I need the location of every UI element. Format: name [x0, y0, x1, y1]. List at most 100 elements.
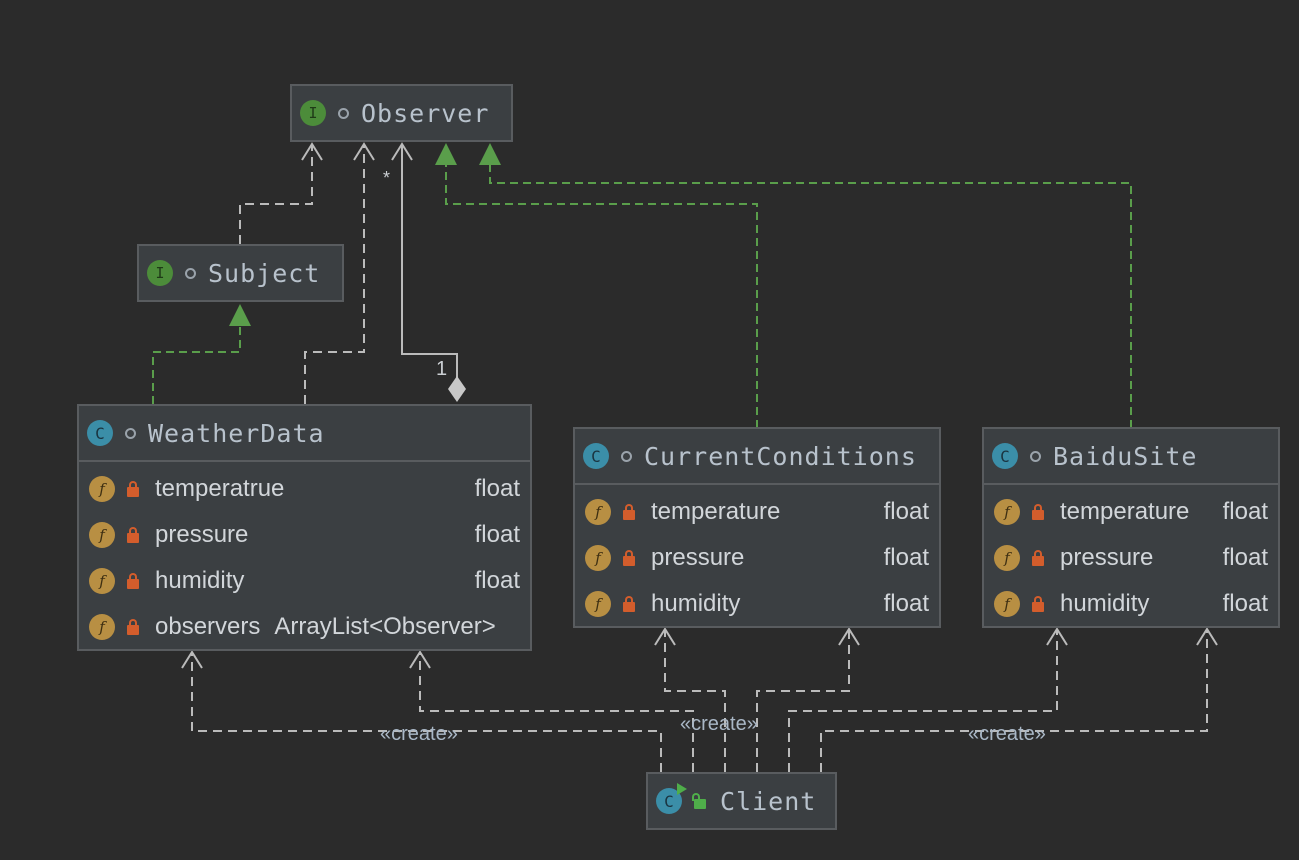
edge-client-currentconditions: [664, 629, 726, 772]
field-type: float: [883, 544, 929, 571]
currentconditions-class-node[interactable]: C CurrentConditions f temperature float …: [573, 427, 941, 628]
node-title: Client: [720, 786, 817, 816]
field-type: float: [474, 521, 520, 548]
lock-icon: [623, 550, 635, 566]
arrowhead-open: [409, 650, 431, 669]
field-row[interactable]: f temperature float: [984, 489, 1278, 535]
field-row[interactable]: f humidity float: [575, 581, 939, 627]
lock-icon: [127, 527, 139, 543]
subject-interface-node[interactable]: I Subject: [137, 244, 344, 302]
field-type: ArrayList<Observer>: [274, 613, 496, 640]
node-header: C WeatherData: [79, 406, 530, 462]
edge-weatherdata-observer: [304, 144, 365, 404]
lock-icon: [127, 619, 139, 635]
node-header: C CurrentConditions: [575, 429, 939, 485]
lock-icon: [623, 504, 635, 520]
arrowhead-open: [181, 650, 203, 669]
visibility-dot-icon: [185, 267, 196, 279]
class-badge-icon: C: [87, 420, 113, 446]
composition-diamond: [448, 376, 466, 402]
field-name: humidity: [155, 567, 245, 594]
field-badge-icon: f: [585, 545, 611, 571]
arrowhead-realization: [479, 143, 501, 165]
arrowhead-open: [301, 142, 323, 161]
field-row[interactable]: f pressure float: [984, 535, 1278, 581]
field-type: float: [883, 590, 929, 617]
field-list: f temperature float f pressure float f h…: [575, 485, 939, 627]
field-type: float: [474, 475, 520, 502]
field-badge-icon: f: [994, 591, 1020, 617]
lock-icon: [127, 481, 139, 497]
field-type: float: [1222, 544, 1268, 571]
field-row[interactable]: f humidity float: [79, 558, 530, 604]
node-header: I Observer: [292, 86, 511, 140]
edge-client-weatherdata-create: [191, 652, 662, 772]
arrowhead-open: [1196, 627, 1218, 646]
create-label-right: «create»: [968, 723, 1046, 745]
interface-badge-icon: I: [300, 100, 326, 126]
visibility-dot-icon: [125, 427, 136, 439]
node-title: CurrentConditions: [644, 441, 917, 471]
node-title: BaiduSite: [1053, 441, 1198, 471]
field-row[interactable]: f observers ArrayList<Observer>: [79, 604, 530, 650]
edge-client-weatherdata: [419, 652, 694, 772]
field-row[interactable]: f pressure float: [79, 512, 530, 558]
field-row[interactable]: f temperatrue float: [79, 466, 530, 512]
field-name: humidity: [1060, 590, 1150, 617]
arrowhead-realization: [435, 143, 457, 165]
observer-interface-node[interactable]: I Observer: [290, 84, 513, 142]
weatherdata-class-node[interactable]: C WeatherData f temperatrue float f pres…: [77, 404, 532, 651]
node-title: WeatherData: [148, 418, 325, 448]
create-label-left: «create»: [380, 723, 458, 745]
node-title: Observer: [361, 98, 490, 128]
field-name: humidity: [651, 590, 741, 617]
multiplicity-one-label: 1: [436, 358, 448, 380]
field-badge-icon: f: [994, 545, 1020, 571]
client-class-node[interactable]: C Client: [646, 772, 837, 830]
edge-client-baidusite-create: [820, 629, 1208, 772]
field-row[interactable]: f temperature float: [575, 489, 939, 535]
lock-icon: [623, 596, 635, 612]
field-row[interactable]: f humidity float: [984, 581, 1278, 627]
edge-currentconditions-observer: [445, 165, 758, 428]
field-badge-icon: f: [89, 522, 115, 548]
field-badge-icon: f: [89, 568, 115, 594]
field-row[interactable]: f pressure float: [575, 535, 939, 581]
runnable-class-icon: C: [656, 783, 687, 814]
field-type: float: [474, 567, 520, 594]
edge-weatherdata-subject: [152, 326, 241, 404]
lock-icon: [1032, 550, 1044, 566]
visibility-dot-icon: [621, 450, 632, 462]
field-badge-icon: f: [994, 499, 1020, 525]
node-header: I Subject: [139, 246, 342, 300]
visibility-dot-icon: [338, 107, 349, 119]
field-list: f temperature float f pressure float f h…: [984, 485, 1278, 627]
field-type: float: [1222, 498, 1268, 525]
field-list: f temperatrue float f pressure float f h…: [79, 462, 530, 650]
field-name: temperatrue: [155, 475, 285, 502]
baidusite-class-node[interactable]: C BaiduSite f temperature float f pressu…: [982, 427, 1280, 628]
lock-icon: [127, 573, 139, 589]
arrowhead-open: [1046, 627, 1068, 646]
edge-client-currentconditions-create: [756, 629, 850, 772]
node-header: C Client: [648, 774, 835, 828]
run-triangle-icon: [677, 783, 687, 795]
edge-client-baidusite: [788, 629, 1058, 772]
field-type: float: [883, 498, 929, 525]
field-badge-icon: f: [585, 591, 611, 617]
node-title: Subject: [208, 258, 321, 288]
field-badge-icon: f: [585, 499, 611, 525]
field-name: observers: [155, 613, 261, 640]
arrowhead-open: [838, 627, 860, 646]
lock-icon: [1032, 596, 1044, 612]
edge-baidusite-observer: [489, 165, 1132, 428]
edge-composition-observers: [401, 144, 458, 378]
field-name: pressure: [651, 544, 745, 571]
visibility-dot-icon: [1030, 450, 1041, 462]
field-name: pressure: [1060, 544, 1154, 571]
field-badge-icon: f: [89, 614, 115, 640]
field-badge-icon: f: [89, 476, 115, 502]
interface-badge-icon: I: [147, 260, 173, 286]
field-name: pressure: [155, 521, 249, 548]
